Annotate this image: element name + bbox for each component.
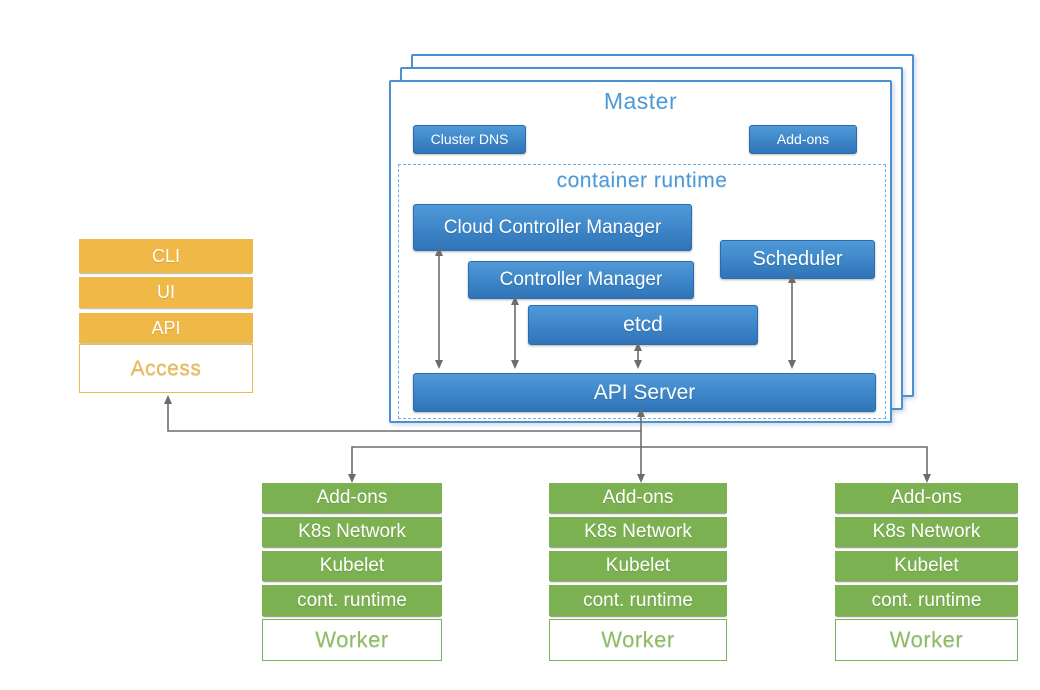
ui-box: UI [79, 277, 253, 308]
worker3-kubelet-box: Kubelet [835, 551, 1018, 581]
worker2-addons-box: Add-ons [549, 483, 727, 513]
master-box: Master Cluster DNS Add-ons container run… [389, 80, 892, 423]
worker1-base-box: Worker [262, 619, 442, 661]
worker2-k8s-network-box: K8s Network [549, 517, 727, 547]
worker2-kubelet-box: Kubelet [549, 551, 727, 581]
api-box: API [79, 313, 253, 343]
etcd-box: etcd [528, 305, 758, 345]
master-title: Master [603, 88, 678, 114]
worker1-container-runtime-box: cont. runtime [262, 585, 442, 616]
cloud-controller-manager-box: Cloud Controller Manager [413, 204, 692, 251]
access-base-box: Access [79, 344, 253, 393]
worker2-container-runtime-box: cont. runtime [549, 585, 727, 616]
scheduler-box: Scheduler [720, 240, 875, 279]
worker3-k8s-network-box: K8s Network [835, 517, 1018, 547]
container-runtime-box: container runtime Cloud Controller Manag… [398, 164, 886, 419]
cluster-dns-box: Cluster DNS [413, 125, 526, 154]
arrow-apiserver-worker1 [348, 446, 641, 483]
arrow-apiserver-worker3 [641, 446, 931, 483]
worker2-base-box: Worker [549, 619, 727, 661]
worker1-addons-box: Add-ons [262, 483, 442, 513]
container-runtime-title: container runtime [556, 169, 728, 192]
worker3-base-box: Worker [835, 619, 1018, 661]
api-server-box: API Server [413, 373, 876, 412]
worker3-addons-box: Add-ons [835, 483, 1018, 513]
worker1-k8s-network-box: K8s Network [262, 517, 442, 547]
cli-box: CLI [79, 239, 253, 273]
controller-manager-box: Controller Manager [468, 261, 694, 299]
worker3-container-runtime-box: cont. runtime [835, 585, 1018, 616]
master-addons-box: Add-ons [749, 125, 857, 154]
worker1-kubelet-box: Kubelet [262, 551, 442, 581]
